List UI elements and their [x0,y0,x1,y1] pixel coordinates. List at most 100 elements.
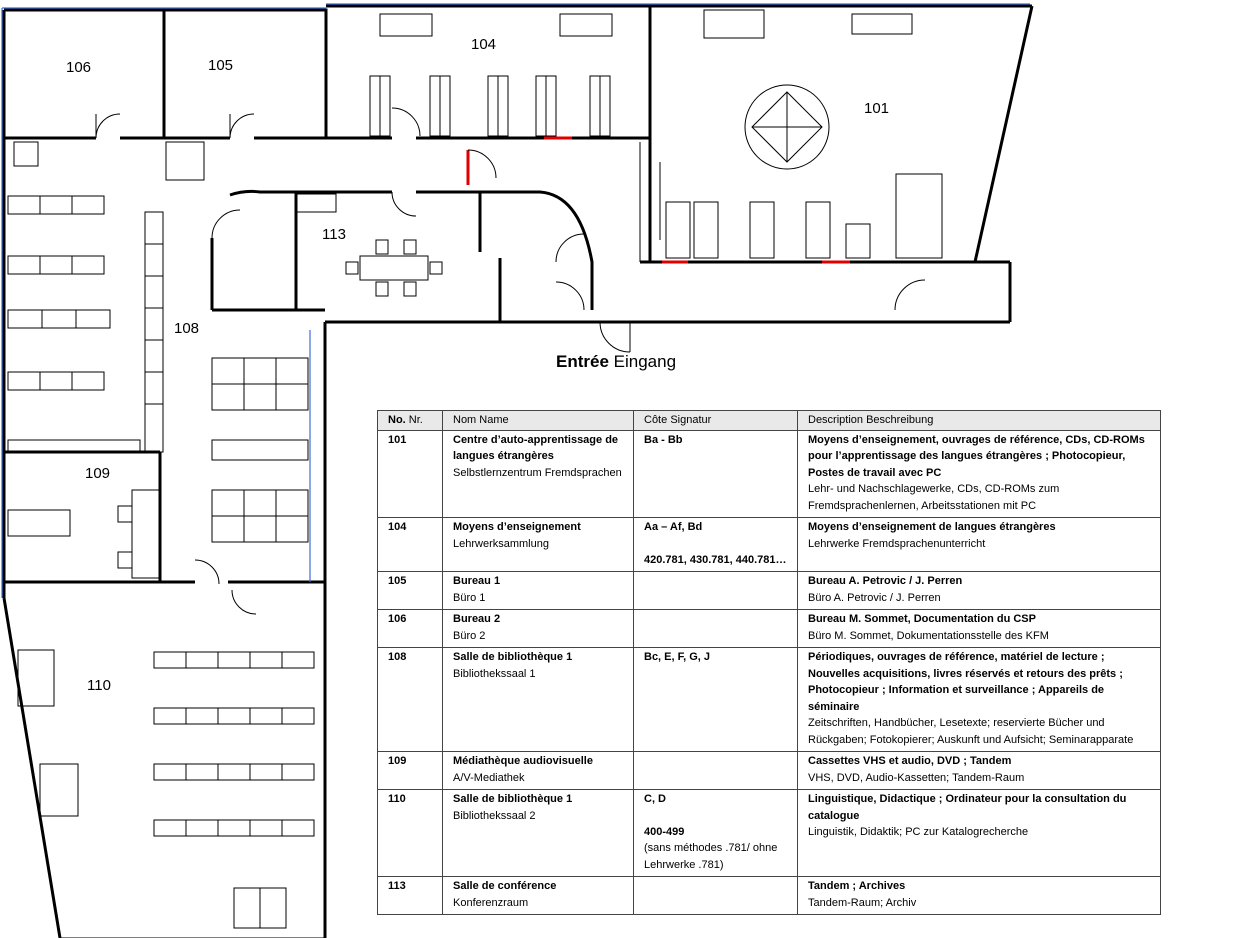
room-name-cell: Centre d’auto-apprentissage de langues é… [442,429,634,518]
header-no: No. Nr. [377,410,443,431]
description-cell: Moyens d’enseignement de langues étrangè… [797,517,1161,572]
room-name-de: Büro 1 [453,591,486,604]
room-name-de: Konferenzraum [453,896,529,909]
description-de: Büro M. Sommet, Dokumentationsstelle des… [808,629,1049,642]
spacer [644,536,787,552]
room-number-cell: 110 [377,789,443,877]
room-name-cell: Bureau 1 Büro 1 [442,571,634,610]
spacer [644,808,787,824]
description-de: Zeitschriften, Handbücher, Lesetexte; re… [808,717,1134,746]
signature-main: Ba - Bb [644,433,683,446]
room-number-cell: 106 [377,609,443,648]
entrance-label-fr: Entrée [556,352,609,371]
description-cell: Linguistique, Didactique ; Ordinateur po… [797,789,1161,877]
description-de: Linguistik, Didaktik; PC zur Katalogrech… [808,826,1029,838]
signature-cell: Ba - Bb [633,429,798,518]
room-101-furniture [639,9,943,262]
red-door-marks [466,136,850,264]
description-fr: Tandem ; Archives [808,880,906,892]
room-label-105: 105 [208,57,233,74]
room-number-cell: 105 [377,571,443,610]
room-number-cell: 113 [377,876,443,915]
header-signature: Côte Signatur [633,410,798,431]
description-fr: Moyens d’enseignement, ouvrages de référ… [808,433,1145,479]
signature-cell: Aa – Af, Bd 420.781, 430.781, 440.781… [633,517,798,572]
room-label-109: 109 [85,465,110,482]
room-number-cell: 101 [377,429,443,518]
description-cell: Bureau M. Sommet, Documentation du CSP Bü… [797,609,1161,648]
room-104-desks [369,13,613,137]
room-number-cell: 109 [377,751,443,790]
room-110-furniture [17,649,325,938]
room-name-fr: Salle de bibliothèque 1 [453,651,573,663]
description-de: Lehr- und Nachschlagewerke, CDs, CD-ROMs… [808,483,1060,512]
description-fr: Bureau M. Sommet, Documentation du CSP [808,613,1036,625]
room-name-cell: Salle de bibliothèque 1 Bibliothekssaal 1 [442,647,634,752]
description-de: VHS, DVD, Audio-Kassetten; Tandem-Raum [808,771,1025,784]
signature-cell [633,751,798,790]
room-name-de: Bibliothekssaal 2 [453,809,536,822]
room-label-101: 101 [864,100,889,117]
signature-main: Aa – Af, Bd [644,521,703,533]
entrance-label-de: Eingang [613,352,677,371]
description-cell: Périodiques, ouvrages de référence, maté… [797,647,1161,752]
signature-note: (sans méthodes .781/ ohne Lehrwerke .781… [644,842,778,871]
room-name-de: Selbstlernzentrum Fremdsprachen [453,466,622,479]
signature-cell [633,571,798,610]
room-name-de: Bibliothekssaal 1 [453,667,536,680]
description-fr: Cassettes VHS et audio, DVD ; Tandem [808,755,1012,767]
description-fr: Moyens d’enseignement de langues étrangè… [808,521,1056,533]
description-de: Tandem-Raum; Archiv [808,896,917,909]
room-label-106: 106 [66,59,91,76]
room-label-110: 110 [87,677,111,694]
room-113-table [295,193,443,297]
room-name-fr: Médiathèque audiovisuelle [453,755,593,767]
room-name-de: A/V-Mediathek [453,771,525,784]
signature-cell: Bc, E, F, G, J [633,647,798,752]
room-name-fr: Bureau 1 [453,575,501,587]
signature-range: 420.781, 430.781, 440.781… [644,553,787,566]
room-label-108: 108 [174,320,199,337]
description-de: Lehrwerke Fremdsprachenunterricht [808,537,986,550]
signature-range: 400-499 [644,825,685,838]
description-fr: Périodiques, ouvrages de référence, maté… [808,651,1123,713]
description-fr: Bureau A. Petrovic / J. Perren [808,575,963,587]
room-name-de: Büro 2 [453,629,486,642]
header-description: Description Beschreibung [797,410,1161,431]
room-label-113: 113 [322,226,346,243]
room-109-furniture [7,489,161,579]
description-de: Büro A. Petrovic / J. Perren [808,591,941,604]
signature-main: Bc, E, F, G, J [644,651,711,663]
room-number-cell: 108 [377,647,443,752]
legend-row: 101 Centre d’auto-apprentissage de langue… [377,429,1161,518]
legend-body: 101 Centre d’auto-apprentissage de langue… [377,429,1161,915]
legend-row: 108 Salle de bibliothèque 1 Bibliothekssaa… [377,647,1161,752]
entrance-label: Entrée Eingang [556,352,676,372]
room-name-fr: Centre d’auto-apprentissage de langues é… [453,433,619,463]
glass-walls [1,3,1030,598]
room-number-cell: 104 [377,517,443,572]
header-name: Nom Name [442,410,634,431]
room-108-furniture [7,141,309,543]
legend-header-row: No. Nr. Nom Name Côte Signatur Descripti… [377,410,1161,431]
room-name-de: Lehrwerksammlung [453,537,549,550]
description-fr: Linguistique, Didactique ; Ordinateur po… [808,793,1127,822]
door-swings [95,107,926,615]
description-cell: Moyens d’enseignement, ouvrages de référ… [797,429,1161,518]
room-name-fr: Salle de conférence [453,880,557,892]
